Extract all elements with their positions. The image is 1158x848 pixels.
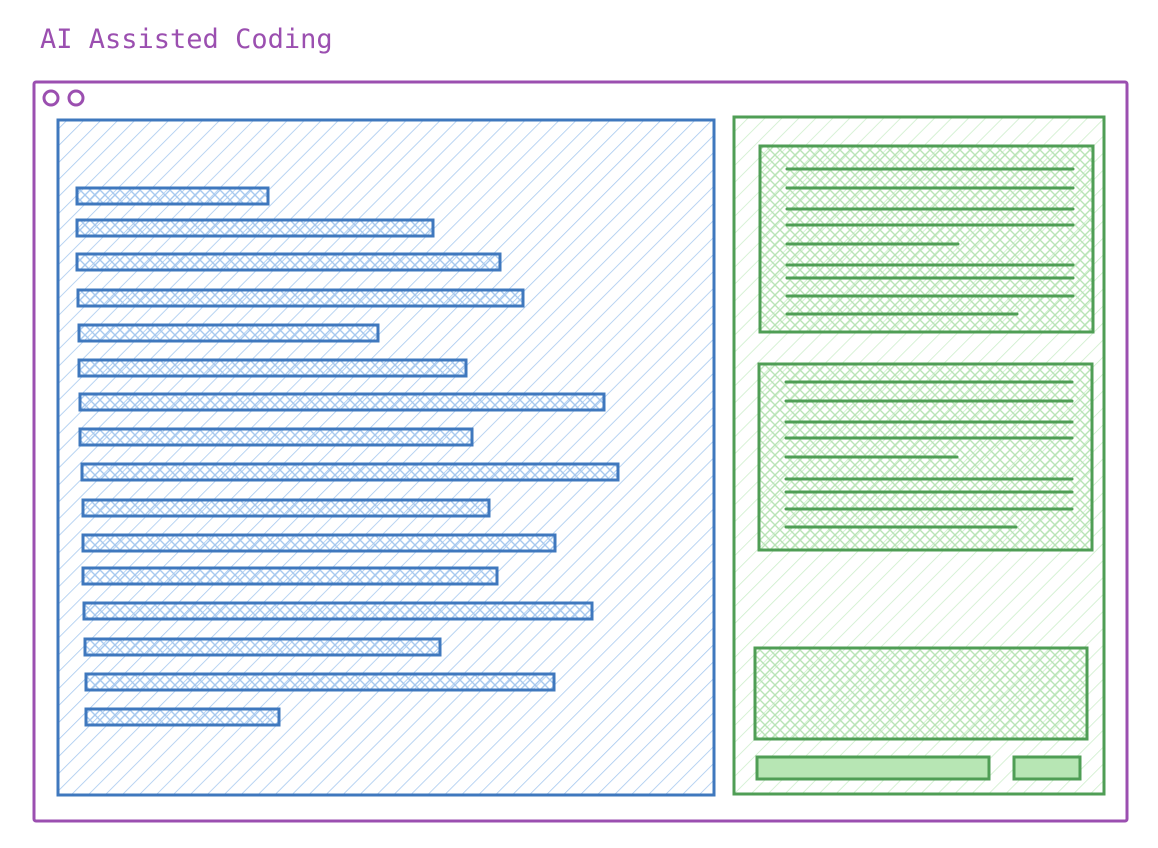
assistant-message-card (757, 362, 1094, 552)
code-line (82, 601, 594, 621)
secondary-button[interactable] (1012, 755, 1082, 781)
assistant-panel (732, 115, 1106, 796)
window-frame (32, 80, 1129, 823)
code-line (83, 637, 442, 657)
code-line (77, 323, 380, 343)
code-editor-panel[interactable] (56, 118, 716, 797)
code-line (78, 427, 474, 447)
code-line (75, 186, 270, 206)
code-line (81, 533, 557, 553)
diagram-title: AI Assisted Coding (40, 24, 333, 55)
window-control-icon[interactable] (42, 89, 60, 107)
message-text-lines (785, 167, 1075, 316)
window-control-icon[interactable] (67, 89, 85, 107)
code-line (75, 218, 435, 238)
code-line (81, 498, 491, 518)
code-line (84, 707, 281, 727)
code-line (81, 566, 499, 586)
send-button[interactable] (755, 755, 991, 781)
code-lines (75, 186, 620, 727)
message-text-lines (784, 380, 1074, 529)
code-line (77, 358, 468, 378)
code-line (75, 252, 502, 272)
code-line (84, 672, 556, 692)
code-line (78, 392, 606, 412)
assistant-message-card (758, 144, 1095, 334)
code-line (80, 462, 620, 482)
code-line (76, 288, 525, 308)
prompt-input[interactable] (753, 646, 1089, 741)
